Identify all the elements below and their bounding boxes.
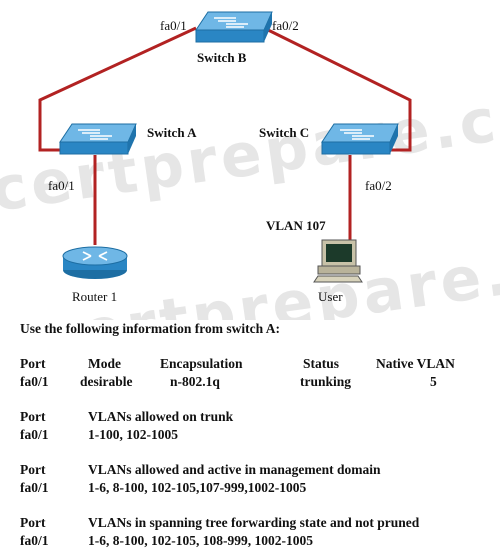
t4-header-forwarding: VLANs in spanning tree forwarding state … [88, 515, 420, 530]
t2-header-allowed: VLANs allowed on trunk [88, 409, 234, 424]
switch-b-label: Switch B [197, 50, 247, 65]
t4-header-port: Port [20, 515, 46, 530]
t4-value-port: fa0/1 [20, 533, 49, 548]
t1-value-native-vlan: 5 [430, 374, 437, 389]
switch-c-label: Switch C [259, 125, 309, 140]
link-switch-b-to-switch-a [38, 26, 197, 152]
info-intro: Use the following information from switc… [20, 321, 280, 336]
vlan-label: VLAN 107 [266, 218, 326, 233]
user-pc-icon[interactable] [313, 239, 363, 283]
t1-value-port: fa0/1 [20, 374, 49, 389]
t1-header-native-vlan: Native VLAN [376, 356, 455, 371]
t3-header-active: VLANs allowed and active in management d… [88, 462, 381, 477]
t1-value-status: trunking [300, 374, 352, 389]
network-topology-diagram: certprepare.com certprepare.com fa0/1 fa… [0, 11, 500, 320]
t2-value-port: fa0/1 [20, 427, 49, 442]
router-label: Router 1 [72, 289, 117, 304]
t1-header-port: Port [20, 356, 46, 371]
user-label: User [318, 289, 343, 304]
switch-c-icon[interactable] [321, 123, 399, 155]
t1-value-encapsulation: n-802.1q [170, 374, 220, 389]
t1-value-mode: desirable [80, 374, 133, 389]
t3-value-active: 1-6, 8-100, 102-105,107-999,1002-1005 [88, 480, 307, 495]
link-switch-b-to-switch-c [263, 26, 412, 152]
t1-header-status: Status [303, 356, 340, 371]
t2-header-port: Port [20, 409, 46, 424]
t2-value-allowed: 1-100, 102-1005 [88, 427, 178, 442]
switch-a-label: Switch A [147, 125, 197, 140]
switch-b-icon[interactable] [195, 11, 273, 43]
router-icon[interactable] [62, 246, 128, 279]
port-label-switch-b-left: fa0/1 [160, 18, 187, 33]
t1-header-encapsulation: Encapsulation [160, 356, 243, 371]
t3-header-port: Port [20, 462, 46, 477]
port-label-switch-b-right: fa0/2 [272, 18, 299, 33]
port-label-switch-a-down: fa0/1 [48, 178, 75, 193]
port-label-switch-c-down: fa0/2 [365, 178, 392, 193]
t1-header-mode: Mode [88, 356, 121, 371]
t3-value-port: fa0/1 [20, 480, 49, 495]
switch-a-icon[interactable] [59, 123, 137, 155]
t4-value-forwarding: 1-6, 8-100, 102-105, 108-999, 1002-1005 [88, 533, 313, 548]
